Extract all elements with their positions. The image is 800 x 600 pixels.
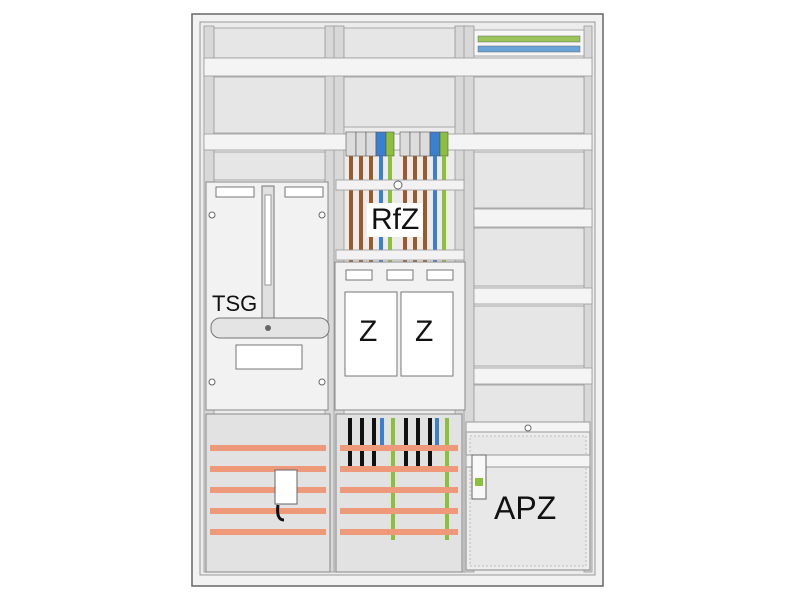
meter-1-label: Z: [359, 315, 378, 348]
apz-section: [465, 421, 591, 571]
lower-left-section: [205, 413, 331, 573]
meter-2-label: Z: [415, 315, 434, 348]
rfz-terminals: [345, 131, 449, 157]
terminal-strip-top: [473, 29, 585, 57]
meter-panel: [334, 261, 466, 411]
tsg-label: TSG: [212, 291, 258, 316]
rfz-screw: [393, 180, 403, 190]
lower-middle-section: [335, 413, 463, 573]
tsg-panel: [205, 181, 330, 411]
din-rails: [203, 57, 593, 385]
apz-label: APZ: [494, 490, 557, 526]
rfz-label: RfZ: [367, 203, 424, 237]
